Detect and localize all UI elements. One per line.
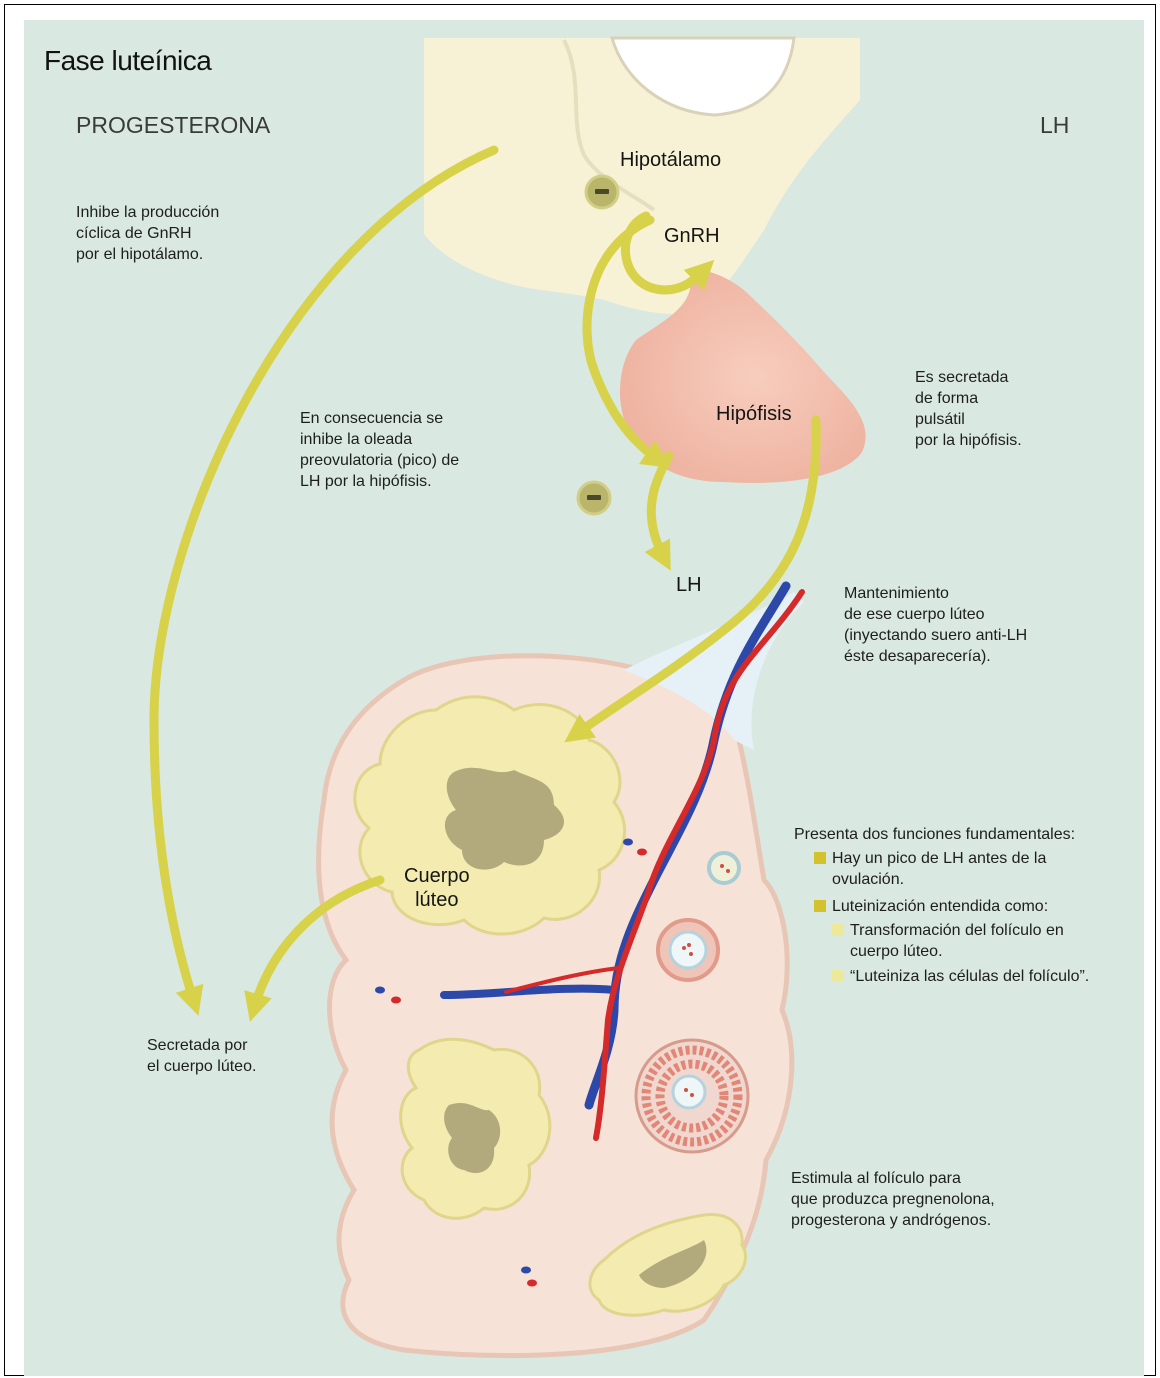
header-progesterone: PROGESTERONA bbox=[76, 112, 270, 139]
note-secretada-cuerpo: Secretada por el cuerpo lúteo. bbox=[147, 1035, 256, 1077]
functions-item-2-text: Luteinización entendida como: bbox=[832, 898, 1048, 915]
label-gnrh: GnRH bbox=[664, 224, 720, 248]
functions-sub-1: Transformación del folículo en cuerpo lú… bbox=[832, 920, 1064, 962]
note-inhibe-gnrh: Inhibe la producción cíclica de GnRH por… bbox=[76, 202, 219, 265]
functions-item-1: Hay un pico de LH antes de la ovulación. bbox=[814, 848, 1046, 890]
header-lh: LH bbox=[1040, 112, 1069, 139]
label-hipotalamo: Hipotálamo bbox=[620, 148, 721, 172]
functions-item-2: Luteinización entendida como: bbox=[814, 896, 1048, 917]
functions-sub-2: “Luteiniza las células del folículo”. bbox=[832, 966, 1089, 987]
inhibition-badge-2 bbox=[578, 482, 610, 514]
arrow-pituitary-lh bbox=[651, 456, 669, 558]
inhibition-badge-1 bbox=[586, 176, 618, 208]
functions-sub-2-text: “Luteiniza las células del folículo”. bbox=[850, 968, 1089, 985]
label-lh: LH bbox=[676, 573, 702, 597]
note-mantenimiento: Mantenimiento de ese cuerpo lúteo (inyec… bbox=[844, 583, 1027, 667]
note-consecuencia: En consecuencia se inhibe la oleada preo… bbox=[300, 408, 459, 492]
follicle-small bbox=[709, 853, 739, 883]
functions-item-1-text: Hay un pico de LH antes de la ovulación. bbox=[832, 850, 1046, 888]
note-secretada-hipofisis: Es secretada de forma pulsátil por la hi… bbox=[915, 367, 1022, 451]
follicle-antral bbox=[636, 1040, 748, 1152]
label-cuerpo-luteo: Cuerpo lúteo bbox=[404, 864, 470, 912]
functions-sub-1-text: Transformación del folículo en cuerpo lú… bbox=[850, 922, 1064, 960]
note-estimula: Estimula al folículo para que produzca p… bbox=[791, 1168, 995, 1231]
diagram-panel: Fase luteínica PROGESTERONA LH Hipotálam… bbox=[24, 20, 1144, 1376]
label-hipofisis: Hipófisis bbox=[716, 402, 792, 426]
figure-title: Fase luteínica bbox=[44, 45, 211, 77]
corpus-albicans-core bbox=[444, 1103, 500, 1173]
functions-heading: Presenta dos funciones fundamentales: bbox=[794, 824, 1075, 845]
follicle-secondary bbox=[658, 920, 718, 980]
